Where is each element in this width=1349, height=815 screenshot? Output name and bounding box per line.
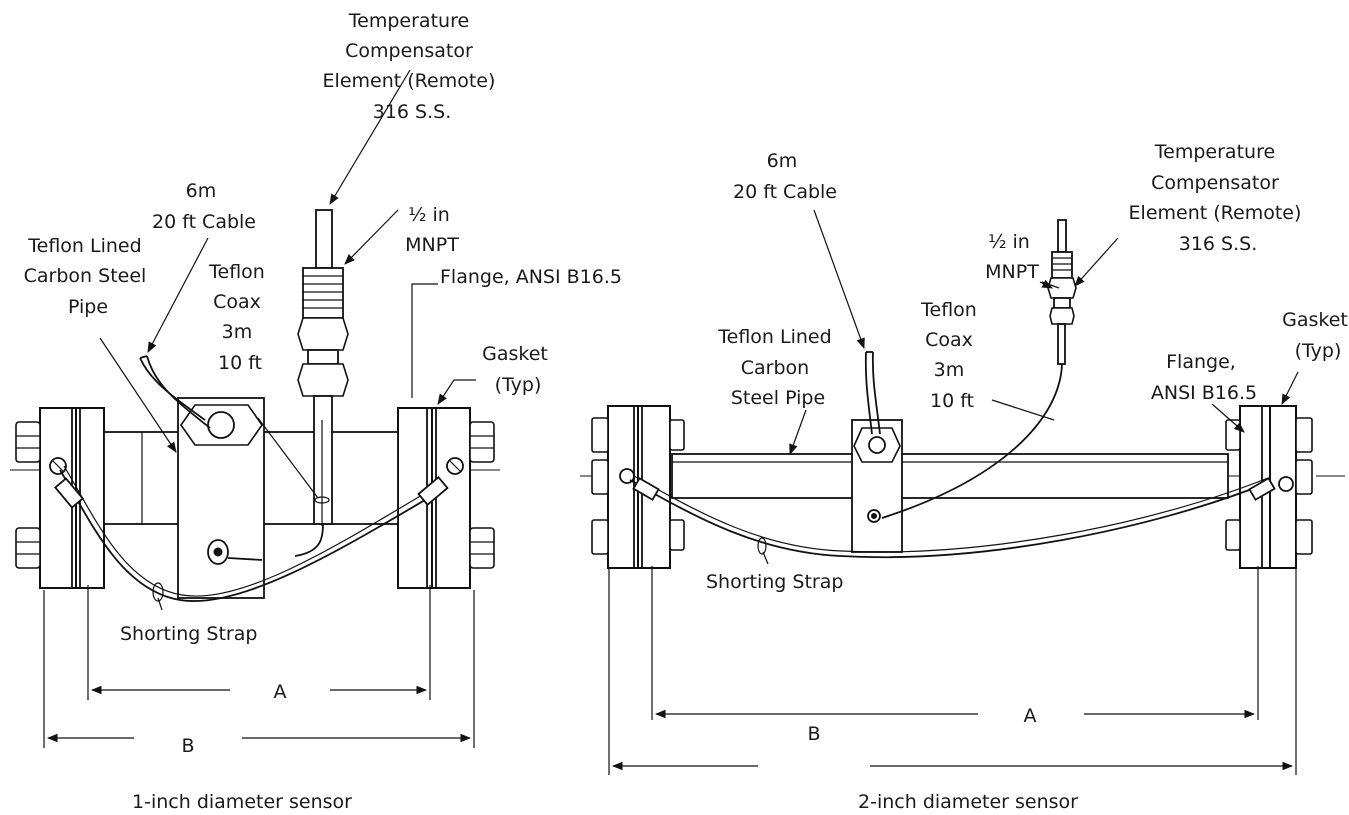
gasket-label-2inch: Gasket (Typ) [1282, 309, 1349, 362]
dim-b-label-2inch: B [807, 723, 820, 745]
temp-element-label-2inch: Temperature Compensator Element (Remote)… [1129, 141, 1308, 255]
strap-label-2inch: Shorting Strap [706, 571, 843, 593]
cable-connector-1inch [180, 404, 263, 446]
temp-compensator-2inch [1047, 219, 1077, 365]
coax-label-2inch: Teflon Coax 3m 10 ft [920, 299, 983, 412]
pipe-label-2inch: Teflon Lined Carbon Steel Pipe [717, 326, 837, 409]
cable-2inch [864, 351, 873, 435]
sensor-2inch-drawing [580, 209, 1345, 775]
pipe-label-1inch: Teflon Lined Carbon Steel Pipe [24, 235, 153, 318]
cable-connector-2inch [853, 427, 901, 463]
cable-label-1inch: 6m 20 ft Cable [152, 180, 256, 233]
shorting-strap-1inch [59, 469, 426, 602]
temp-compensator-1inch [294, 209, 349, 557]
dim-a-label-1inch: A [274, 681, 287, 703]
dim-b-label-1inch: B [181, 735, 194, 757]
strap-label-1inch: Shorting Strap [120, 623, 257, 645]
sensor-1inch-drawing [10, 69, 500, 748]
coax-2inch [881, 363, 1063, 519]
left-flange-1inch [15, 407, 105, 589]
temp-element-label-1inch: Temperature Compensator Element (Remote)… [323, 10, 502, 123]
gasket-label-1inch: Gasket (Typ) [482, 343, 554, 396]
caption-2inch: 2-inch diameter sensor [858, 791, 1078, 813]
coax-label-1inch: Teflon Coax 3m 10 ft [208, 261, 271, 374]
flange-label-1inch: Flange, ANSI B16.5 [440, 266, 622, 288]
mnpt-label-1inch: ½ in MNPT [405, 204, 459, 256]
right-flange-1inch [397, 407, 495, 589]
flange-label-2inch: Flange, ANSI B16.5 [1151, 351, 1257, 404]
shorting-strap-2inch [629, 479, 1271, 559]
cable-label-2inch: 6m 20 ft Cable [733, 150, 837, 203]
dim-a-label-2inch: A [1024, 705, 1037, 727]
mnpt-label-2inch: ½ in MNPT [985, 231, 1039, 283]
caption-1inch: 1-inch diameter sensor [132, 791, 352, 813]
